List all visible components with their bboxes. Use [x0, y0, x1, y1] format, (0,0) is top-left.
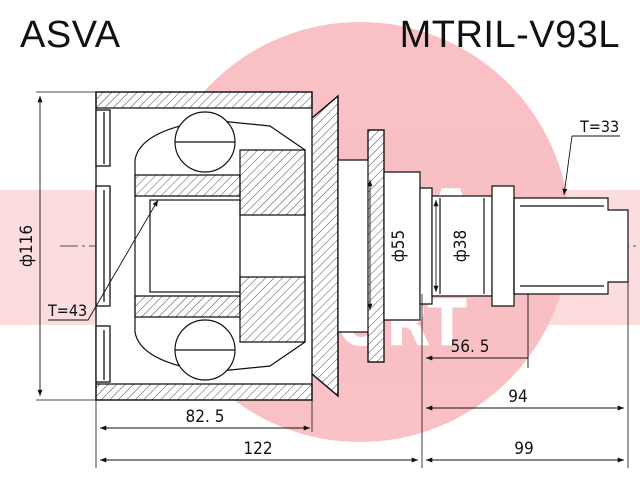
part-number: MTRIL-V93L: [399, 14, 620, 56]
label-99: 99: [514, 439, 533, 459]
extension-lines: [36, 91, 629, 468]
label-56-5: 56. 5: [451, 337, 490, 357]
leader-inner-spline: [48, 199, 159, 321]
label-stem-diameter: ф38: [451, 230, 471, 263]
label-122: 122: [243, 439, 272, 459]
leader-outer-spline: [562, 135, 573, 196]
label-82-5: 82. 5: [186, 407, 225, 427]
label-94: 94: [508, 387, 527, 407]
spline-shaft: [513, 197, 629, 295]
inner-race: [134, 111, 306, 381]
label-outer-spline: T=33: [579, 117, 619, 136]
label-inner-spline: T=43: [47, 301, 87, 320]
dimension-lines: [37, 96, 624, 463]
brand-name: ASVA: [20, 14, 121, 56]
label-body-diameter: ф116: [17, 225, 37, 267]
label-neck-diameter: ф55: [389, 230, 409, 263]
